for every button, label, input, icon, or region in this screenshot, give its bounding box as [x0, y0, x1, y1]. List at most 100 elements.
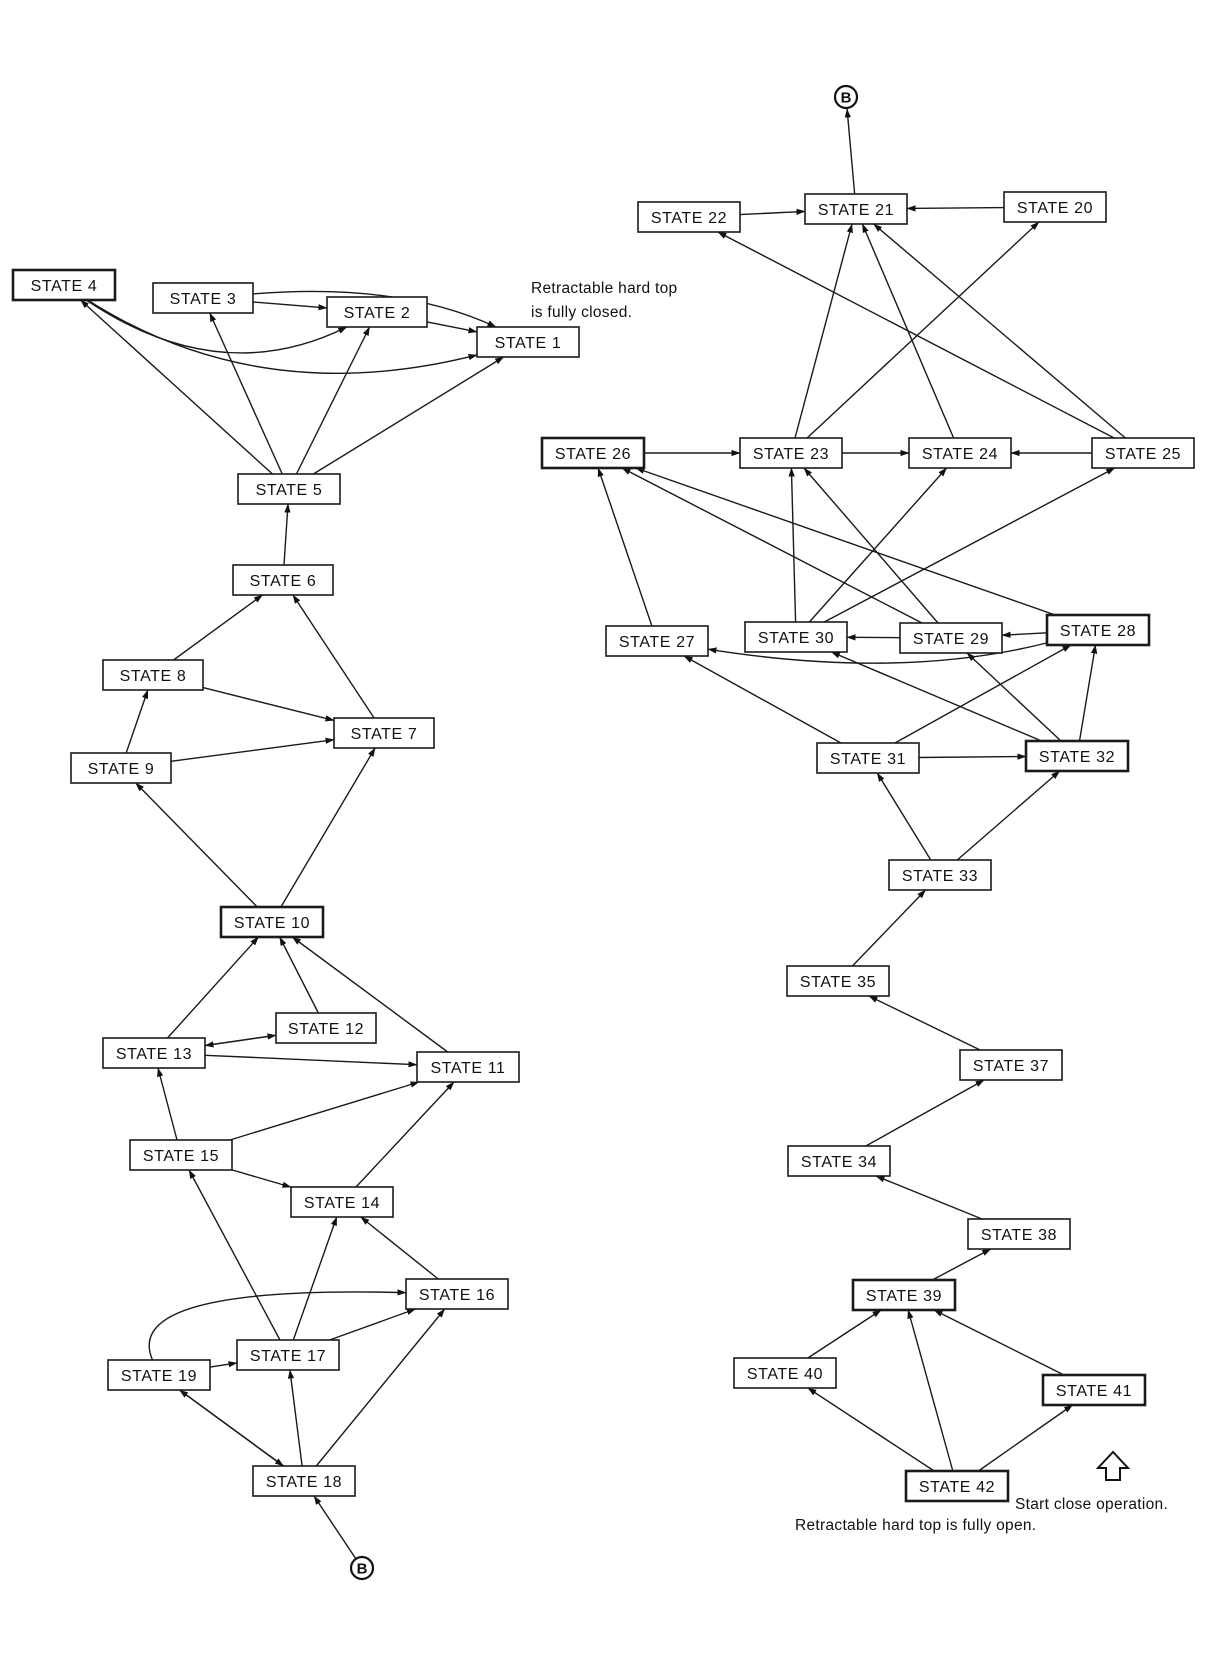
transition-edge-s6-to-s5 [283, 503, 291, 566]
state-node-20: STATE 20 [1003, 191, 1107, 223]
transition-edge-s42-to-s39 [907, 1309, 954, 1472]
state-label-16: STATE 16 [419, 1287, 495, 1304]
state-node-29: STATE 29 [899, 622, 1003, 654]
transition-edge-s25-to-s21 [873, 223, 1126, 439]
state-label-22: STATE 22 [651, 210, 727, 227]
state-node-34: STATE 34 [787, 1145, 891, 1177]
transition-edge-s15-to-s14 [231, 1169, 292, 1188]
transition-edge-s18-to-s16 [315, 1308, 446, 1467]
state-node-11: STATE 11 [416, 1051, 520, 1083]
state-node-38: STATE 38 [967, 1218, 1071, 1250]
state-node-12: STATE 12 [275, 1012, 377, 1044]
transition-edge-s28-to-s27 [707, 642, 1048, 664]
note-fully-closed-line2: is fully closed. [531, 304, 632, 321]
transition-edge-s38-to-s34 [875, 1175, 983, 1220]
transition-edge-s8-to-s7 [202, 686, 335, 722]
transition-edge-s21-to-B [844, 108, 856, 195]
state-label-11: STATE 11 [430, 1060, 505, 1077]
state-label-1: STATE 1 [495, 335, 562, 352]
connector-b-bottom-label: B [357, 1561, 368, 1578]
state-label-17: STATE 17 [250, 1348, 326, 1365]
connector-b-bottom-icon: B [349, 1555, 375, 1581]
transition-edge-s8-to-s6 [173, 594, 263, 661]
state-label-23: STATE 23 [753, 446, 829, 463]
transition-edge-s19-to-s18 [179, 1389, 284, 1467]
transition-edge-s15-to-s11 [229, 1081, 420, 1141]
state-label-7: STATE 7 [351, 726, 418, 743]
state-node-9: STATE 9 [70, 752, 172, 784]
state-label-38: STATE 38 [981, 1227, 1057, 1244]
transition-edge-s33-to-s32 [956, 770, 1061, 861]
state-label-31: STATE 31 [830, 751, 906, 768]
transition-edge-s5-to-s4 [80, 299, 273, 475]
transition-edge-s28-to-s29 [1001, 631, 1048, 638]
transition-edge-s17-to-s14 [292, 1216, 338, 1341]
transition-edge-s15-to-s13 [157, 1067, 178, 1141]
state-node-21: STATE 21 [804, 193, 908, 225]
state-node-30: STATE 30 [744, 621, 848, 653]
state-node-25: STATE 25 [1091, 437, 1195, 469]
note-start-close: Start close operation. [1015, 1496, 1168, 1513]
state-node-2: STATE 2 [326, 296, 428, 328]
state-label-33: STATE 33 [902, 868, 978, 885]
state-node-19: STATE 19 [107, 1359, 211, 1391]
connector-b-top-icon: B [833, 84, 859, 110]
transition-edge-s17-to-s15 [188, 1169, 281, 1341]
state-label-12: STATE 12 [288, 1021, 364, 1038]
state-label-15: STATE 15 [143, 1148, 219, 1165]
state-node-1: STATE 1 [476, 326, 580, 358]
state-node-24: STATE 24 [908, 437, 1012, 469]
state-label-25: STATE 25 [1105, 446, 1181, 463]
transition-edge-s30-to-s24 [808, 467, 948, 623]
state-node-27: STATE 27 [605, 625, 709, 657]
transition-edge-s31-to-s28 [894, 644, 1072, 744]
transition-edge-s41-to-s39 [933, 1309, 1065, 1376]
transition-edge-s35-to-s33 [851, 889, 927, 967]
transition-edge-s12-to-s10 [279, 936, 319, 1014]
state-label-37: STATE 37 [973, 1058, 1049, 1075]
state-label-13: STATE 13 [116, 1046, 192, 1063]
transition-edge-s20-to-s21 [906, 205, 1005, 212]
state-label-39: STATE 39 [866, 1288, 942, 1305]
state-label-32: STATE 32 [1039, 749, 1115, 766]
state-node-42: STATE 42 [904, 1469, 1010, 1503]
transition-edges [80, 108, 1126, 1559]
transition-edge-s19-to-s17 [209, 1361, 238, 1368]
state-node-33: STATE 33 [888, 859, 992, 891]
state-node-31: STATE 31 [816, 742, 920, 774]
transition-edge-s40-to-s39 [807, 1309, 882, 1359]
transition-edge-s30-to-s25 [823, 467, 1116, 623]
state-label-35: STATE 35 [800, 974, 876, 991]
state-node-35: STATE 35 [786, 965, 890, 997]
state-label-21: STATE 21 [818, 202, 894, 219]
transition-edge-s5-to-s3 [209, 312, 283, 475]
state-label-9: STATE 9 [88, 761, 155, 778]
state-node-8: STATE 8 [102, 659, 204, 691]
transition-edge-s23-to-s20 [806, 221, 1040, 439]
state-label-8: STATE 8 [120, 668, 187, 685]
transition-edge-s18-to-s17 [287, 1369, 303, 1467]
transition-edge-s22-to-s21 [739, 208, 806, 216]
transition-edge-s29-to-s23 [803, 467, 939, 624]
state-node-5: STATE 5 [237, 473, 341, 505]
state-node-40: STATE 40 [733, 1357, 837, 1389]
transition-edge-s31-to-s32 [918, 753, 1027, 760]
transition-edge-s7-to-s6 [292, 594, 375, 719]
transition-edge-s5-to-s2 [295, 326, 371, 475]
transition-edge-s5-to-s1 [313, 356, 504, 475]
state-label-26: STATE 26 [555, 446, 631, 463]
state-node-13: STATE 13 [102, 1037, 206, 1069]
connector-b-top-label: B [841, 90, 852, 107]
state-node-3: STATE 3 [152, 282, 254, 314]
state-label-27: STATE 27 [619, 634, 695, 651]
state-label-14: STATE 14 [304, 1195, 380, 1212]
transition-edge-s37-to-s35 [868, 995, 981, 1051]
transition-edge-s14-to-s11 [355, 1081, 455, 1188]
state-label-2: STATE 2 [344, 305, 411, 322]
transition-edge-s9-to-s8 [125, 689, 149, 754]
transition-edge-B-to-s18 [313, 1495, 356, 1559]
transition-edge-s33-to-s31 [876, 772, 932, 861]
state-node-17: STATE 17 [236, 1339, 340, 1371]
